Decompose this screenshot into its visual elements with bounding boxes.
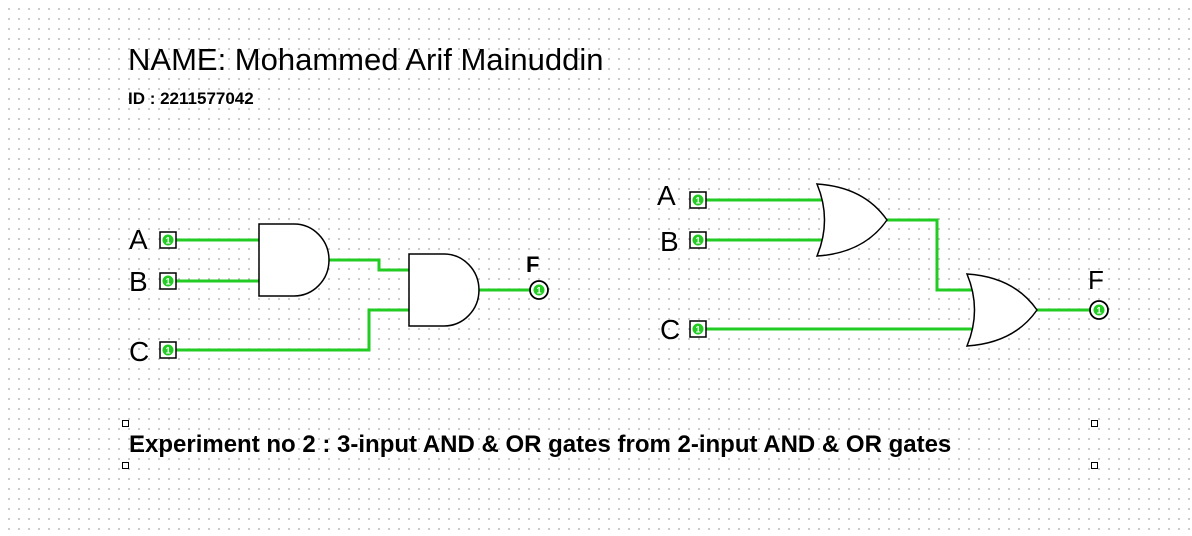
or-output-label: F bbox=[1088, 265, 1104, 295]
and-input-b-pin[interactable]: 1 bbox=[159, 272, 177, 290]
and-input-c-pin[interactable]: 1 bbox=[159, 341, 177, 359]
and-input-a-pin[interactable]: 1 bbox=[159, 231, 177, 249]
and-circuit: 1 1 1 1 A B C F bbox=[129, 223, 549, 367]
experiment-caption[interactable]: Experiment no 2 : 3-input AND & OR gates… bbox=[129, 431, 952, 458]
and-input-a-label: A bbox=[129, 224, 148, 255]
or-input-b-value: 1 bbox=[695, 236, 700, 246]
and-output-label: F bbox=[526, 252, 539, 277]
selection-handle-bottom-left[interactable] bbox=[122, 462, 129, 469]
and-input-c-label: C bbox=[129, 336, 149, 367]
or-input-a-label: A bbox=[657, 180, 676, 211]
or-input-b-label: B bbox=[660, 226, 679, 257]
and-output-pin[interactable]: 1 bbox=[529, 280, 549, 300]
wire-or1-or2[interactable] bbox=[887, 218, 975, 292]
and-output-value: 1 bbox=[536, 286, 541, 296]
selection-handle-top-left[interactable] bbox=[122, 420, 129, 427]
or-input-a-value: 1 bbox=[695, 196, 700, 206]
or-input-c-value: 1 bbox=[695, 325, 700, 335]
or-input-c-pin[interactable]: 1 bbox=[689, 320, 707, 338]
and-input-a-value: 1 bbox=[165, 236, 170, 246]
and-wires bbox=[173, 238, 532, 352]
or-input-b-pin[interactable]: 1 bbox=[689, 231, 707, 249]
or-output-value: 1 bbox=[1096, 306, 1101, 316]
and-input-b-label: B bbox=[129, 266, 148, 297]
page-title: NAME: Mohammed Arif Mainuddin bbox=[128, 42, 604, 77]
and-input-c-value: 1 bbox=[165, 346, 170, 356]
selection-handle-bottom-right[interactable] bbox=[1091, 462, 1098, 469]
wire-c-and2[interactable] bbox=[173, 308, 409, 352]
and-gate-1[interactable] bbox=[258, 223, 330, 297]
or-circuit: 1 1 1 1 A B C F bbox=[657, 180, 1109, 347]
or-output-pin[interactable]: 1 bbox=[1089, 300, 1109, 320]
or-input-a-pin[interactable]: 1 bbox=[689, 191, 707, 209]
selection-handle-top-right[interactable] bbox=[1091, 420, 1098, 427]
and-gate-2[interactable] bbox=[408, 253, 480, 327]
or-wires bbox=[705, 198, 1092, 331]
wire-and1-and2[interactable] bbox=[329, 258, 409, 272]
and-input-b-value: 1 bbox=[165, 277, 170, 287]
or-gate-1[interactable] bbox=[815, 183, 888, 257]
student-id: ID : 2211577042 bbox=[128, 89, 254, 108]
or-gate-2[interactable] bbox=[965, 273, 1038, 347]
or-input-c-label: C bbox=[660, 314, 680, 345]
